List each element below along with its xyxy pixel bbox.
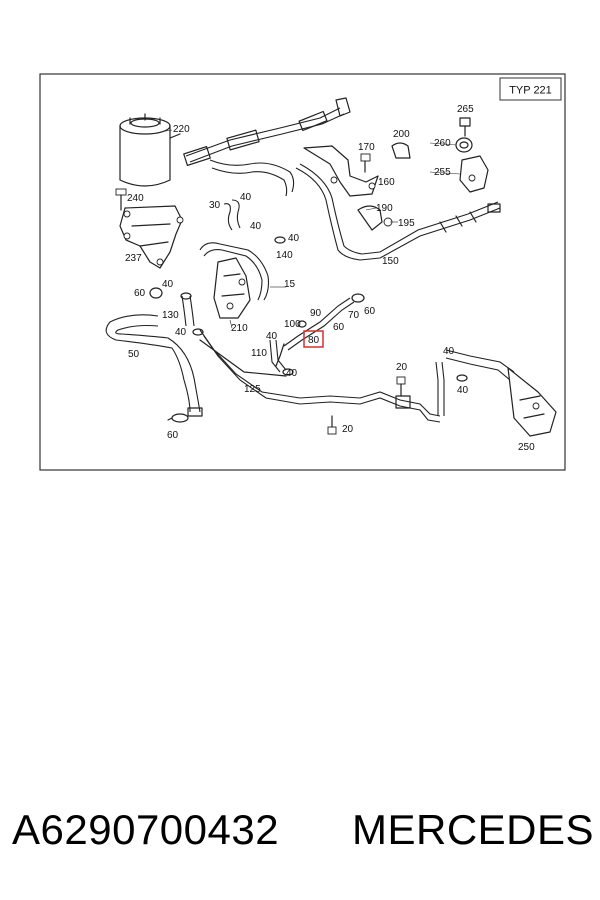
bracket-237 xyxy=(119,205,184,269)
footer: A6290700432 MERCEDES xyxy=(0,798,600,868)
callout-30: 30 xyxy=(209,200,221,211)
fuel-line-125 xyxy=(199,329,445,423)
fuel-line-150 xyxy=(295,163,501,261)
callout-210: 210 xyxy=(231,323,248,334)
bolt-20-mid xyxy=(396,376,406,397)
callout-40: 40 xyxy=(175,327,187,338)
callout-60: 60 xyxy=(167,430,179,441)
callout-80-highlighted: 80 xyxy=(308,335,320,346)
callout-40: 40 xyxy=(457,385,469,396)
valve-255 xyxy=(459,155,489,193)
callout-240: 240 xyxy=(127,193,144,204)
fuel-line-80 xyxy=(275,293,365,367)
callout-170: 170 xyxy=(358,142,375,153)
callout-190: 190 xyxy=(376,203,393,214)
callout-100: 100 xyxy=(284,319,301,330)
callout-50: 50 xyxy=(128,349,140,360)
callout-237: 237 xyxy=(125,253,142,264)
callout-125: 125 xyxy=(244,384,261,395)
bracket-160 xyxy=(303,145,379,197)
callout-130: 130 xyxy=(162,310,179,321)
bracket-210 xyxy=(213,257,251,319)
upper-fuel-line xyxy=(183,97,351,197)
bolt-265 xyxy=(459,117,471,137)
clamp-260 xyxy=(455,137,473,153)
clamp-60-bottom xyxy=(167,413,189,423)
callout-220: 220 xyxy=(173,124,190,135)
bracket-250 xyxy=(445,349,557,437)
callout-150: 150 xyxy=(382,256,399,267)
callout-70: 70 xyxy=(348,310,360,321)
callout-40: 40 xyxy=(286,368,298,379)
callout-15: 15 xyxy=(284,279,296,290)
leader-lines xyxy=(159,129,461,329)
callout-90: 90 xyxy=(310,308,322,319)
bolt-240 xyxy=(115,188,127,211)
callout-140: 140 xyxy=(276,250,293,261)
callout-200: 200 xyxy=(393,129,410,140)
callouts: 220 240 237 60 40 130 40 50 60 40 30 40 … xyxy=(125,104,535,453)
callout-40: 40 xyxy=(266,331,278,342)
callout-160: 160 xyxy=(378,177,395,188)
clamp-40-left xyxy=(192,328,204,336)
bolt-20-bottom xyxy=(327,415,337,435)
hose-140 xyxy=(199,236,286,301)
bolt-170 xyxy=(360,153,371,173)
diagram-frame xyxy=(39,73,566,471)
callout-255: 255 xyxy=(434,167,451,178)
hose-130 xyxy=(180,292,195,327)
hose-110 xyxy=(269,339,287,373)
callout-60: 60 xyxy=(333,322,345,333)
callout-60: 60 xyxy=(134,288,146,299)
callout-110: 110 xyxy=(251,348,267,359)
clamp-40-right xyxy=(456,374,468,382)
hose-50 xyxy=(105,314,203,417)
type-label: TYP 221 xyxy=(509,85,552,97)
callout-195: 195 xyxy=(398,218,415,229)
clamp-40-bottom xyxy=(282,368,294,376)
bracket-190 xyxy=(357,205,393,231)
callout-40: 40 xyxy=(240,192,252,203)
brand-name: MERCEDES xyxy=(352,806,595,853)
callout-260: 260 xyxy=(434,138,451,149)
clamp-60-left xyxy=(149,287,163,299)
callout-40: 40 xyxy=(162,279,174,290)
hose-30 xyxy=(223,199,241,231)
callout-40: 40 xyxy=(288,233,300,244)
canister-220 xyxy=(119,113,181,187)
callout-20: 20 xyxy=(396,362,408,373)
callout-20: 20 xyxy=(342,424,354,435)
callout-265: 265 xyxy=(457,104,474,115)
highlight-box-80 xyxy=(303,330,324,348)
callout-60: 60 xyxy=(364,306,376,317)
callout-40: 40 xyxy=(250,221,262,232)
clip-200 xyxy=(391,142,411,159)
type-label-box: TYP 221 xyxy=(499,77,562,101)
callout-250: 250 xyxy=(518,442,535,453)
part-number: A6290700432 xyxy=(12,806,280,853)
callout-40: 40 xyxy=(443,346,455,357)
